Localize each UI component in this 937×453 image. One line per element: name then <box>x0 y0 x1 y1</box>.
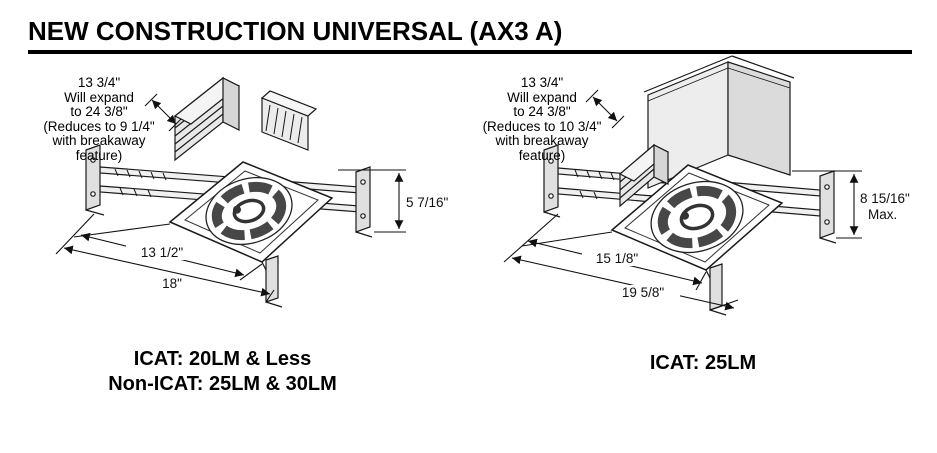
nailer-foot <box>265 301 283 308</box>
title-rule <box>28 50 912 54</box>
extension-line <box>55 213 95 255</box>
left-light-aperture <box>205 177 293 245</box>
note-line: 13 3/4" <box>520 75 564 90</box>
left-mounting-bracket-left <box>85 144 105 216</box>
right-figure-caption: ICAT: 25LM <box>563 351 843 376</box>
note-line: (Reduces to 9 1/4" <box>43 118 155 134</box>
bracket-hole <box>360 179 366 185</box>
right-mounting-bracket-left <box>543 144 561 218</box>
bracket-hole <box>824 219 830 225</box>
socket-contact <box>680 211 689 220</box>
left-nailer-bracket <box>261 255 283 308</box>
note-line: feature) <box>518 147 566 163</box>
note-line: to 24 3/8" <box>513 104 571 119</box>
bracket-hole <box>548 158 554 164</box>
breakaway-ticks <box>114 168 167 198</box>
right-height-dimension: 8 15/16" Max. <box>792 170 910 239</box>
left-dimensions: 5 7/16" 13 1/2" 18" <box>55 93 449 303</box>
caption-line: Non-ICAT: 25LM & 30LM <box>108 373 337 395</box>
height-dim-qualifier: Max. <box>868 207 897 222</box>
bracket-hole <box>90 157 96 163</box>
bracket-foot <box>543 211 561 218</box>
caption-line: ICAT: 20LM & Less <box>133 348 312 370</box>
extension-line <box>695 271 707 291</box>
bracket-hole <box>824 184 830 190</box>
right-outer-width-dimension: 19 5/8" <box>503 213 739 311</box>
left-driver-box <box>260 90 318 151</box>
bracket-foot <box>819 237 837 244</box>
right-junction-box <box>618 143 670 208</box>
dimension-line <box>63 245 271 297</box>
left-figure-caption: ICAT: 20LM & Less Non-ICAT: 25LM & 30LM <box>55 347 390 397</box>
bracket-hole <box>90 191 96 197</box>
height-dim-label: 5 7/16" <box>406 195 449 210</box>
bracket-plate <box>85 144 101 211</box>
inner-width-dim-label: 15 1/8" <box>596 251 639 266</box>
bracket-plate <box>819 170 835 239</box>
driver-top <box>260 90 318 117</box>
aperture-socket <box>232 198 266 224</box>
extension-line <box>73 223 171 238</box>
right-dimensions: 8 15/16" Max. 15 1/8" 19 5/8" <box>503 89 910 311</box>
dimension-line <box>511 255 735 311</box>
outer-width-dim-label: 19 5/8" <box>622 285 665 300</box>
left-junction-box <box>173 76 241 162</box>
note-line: with breakaway <box>52 133 146 148</box>
inner-width-dim-label: 13 1/2" <box>141 245 184 260</box>
extension-line <box>239 263 263 281</box>
left-height-dimension: 5 7/16" <box>338 169 449 233</box>
driver-vents <box>265 104 303 144</box>
note-line: with breakaway <box>495 133 589 148</box>
chimney-flange <box>731 55 795 79</box>
right-expand-note: 13 3/4" Will expand to 24 3/8" (Reduces … <box>466 75 618 163</box>
bracket-plate <box>355 166 371 233</box>
bracket-foot <box>85 209 105 216</box>
socket-contact <box>232 205 241 214</box>
left-expand-dimension-arrow <box>144 93 182 132</box>
right-expand-dimension-arrow <box>585 89 625 129</box>
right-mounting-bracket-right <box>819 170 837 244</box>
extension-line <box>265 289 275 303</box>
nailer-plate <box>265 255 279 303</box>
right-light-aperture <box>650 180 744 254</box>
jbox-end <box>653 144 669 185</box>
chimney-fold <box>727 67 791 89</box>
jbox-end <box>222 77 240 131</box>
left-figure-drawing <box>85 76 373 308</box>
bracket-hole <box>548 193 554 199</box>
extension-line <box>503 213 559 263</box>
chimney-right-face <box>727 61 791 176</box>
chimney-fold <box>647 67 729 102</box>
bracket-plate <box>543 144 559 213</box>
height-dim-label: 8 15/16" <box>860 191 910 206</box>
aperture-baffle <box>657 185 737 249</box>
note-line: Will expand <box>64 89 134 105</box>
left-mounting-bracket-right <box>355 166 373 238</box>
note-line: feature) <box>75 147 123 163</box>
outer-width-dim-label: 18" <box>162 276 182 291</box>
bracket-foot <box>355 231 373 238</box>
note-line: 13 3/4" <box>77 75 121 90</box>
left-outer-width-dimension: 18" <box>55 213 275 303</box>
page-title: NEW CONSTRUCTION UNIVERSAL (AX3 A) <box>28 16 563 46</box>
note-line: (Reduces to 10 3/4" <box>482 118 602 134</box>
left-expand-note: 13 3/4" Will expand to 24 3/8" (Reduces … <box>26 75 172 163</box>
aperture-socket <box>679 203 715 231</box>
bracket-hole <box>360 213 366 219</box>
nailer-foot <box>709 309 727 316</box>
breakaway-ticks <box>574 169 615 200</box>
chimney-flange <box>643 55 733 93</box>
caption-line: ICAT: 25LM <box>649 352 757 374</box>
aperture-baffle <box>211 181 287 241</box>
note-line: Will expand <box>507 89 577 105</box>
note-line: to 24 3/8" <box>70 104 128 119</box>
